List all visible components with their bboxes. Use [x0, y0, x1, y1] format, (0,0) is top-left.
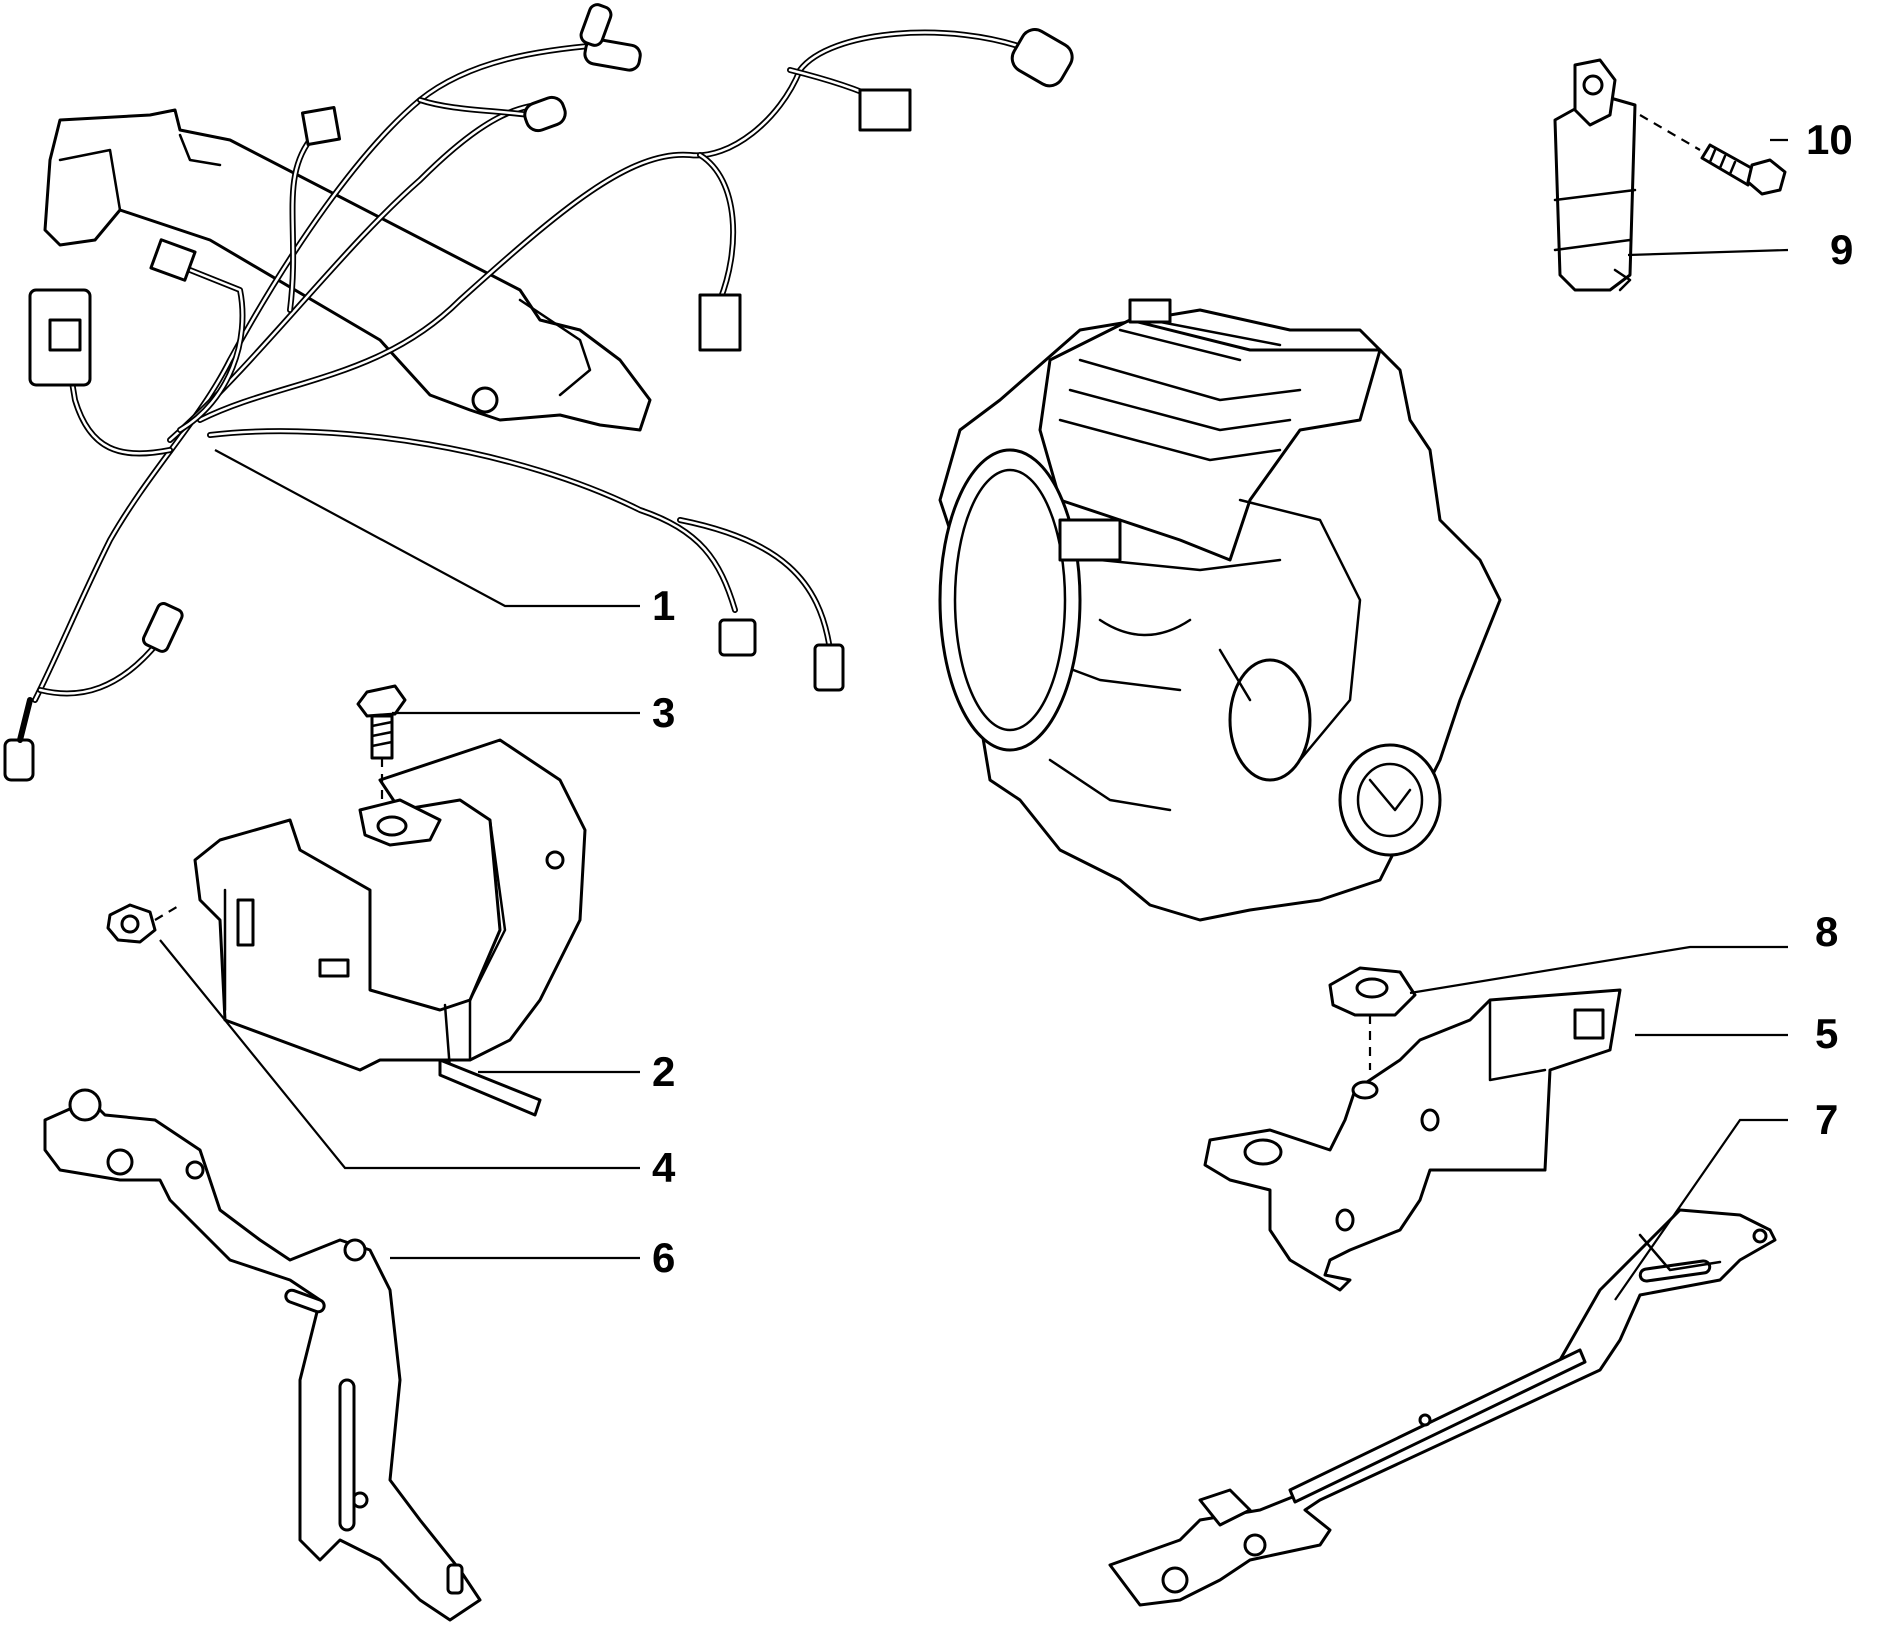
callout-4: 4 [652, 1144, 676, 1191]
bracket-tab [358, 798, 442, 847]
wiring-harness [3, 3, 1074, 782]
callout-7: 7 [1815, 1096, 1838, 1143]
callout-8: 8 [1815, 908, 1838, 955]
callout-10: 10 [1806, 116, 1853, 163]
screw-10 [1700, 143, 1787, 196]
callout-6: 6 [652, 1234, 675, 1281]
leader-lines [154, 114, 1789, 1301]
callout-5: 5 [1815, 1010, 1838, 1057]
callout-3: 3 [652, 689, 675, 736]
long-bracket-7 [1108, 1208, 1777, 1607]
callout-1: 1 [652, 582, 675, 629]
nut-4 [106, 903, 157, 944]
callout-labels: 1 2 3 4 5 6 7 8 9 10 [652, 116, 1853, 1281]
bolt-3 [356, 684, 407, 760]
bracket-5 [1203, 988, 1622, 1292]
engine-block [938, 298, 1502, 922]
callout-2: 2 [652, 1048, 675, 1095]
sensor-9 [1553, 58, 1637, 292]
ecu-bracket [193, 738, 587, 1117]
callout-9: 9 [1830, 226, 1853, 273]
lower-bracket-6 [43, 1088, 482, 1622]
nut-8 [1328, 966, 1417, 1017]
